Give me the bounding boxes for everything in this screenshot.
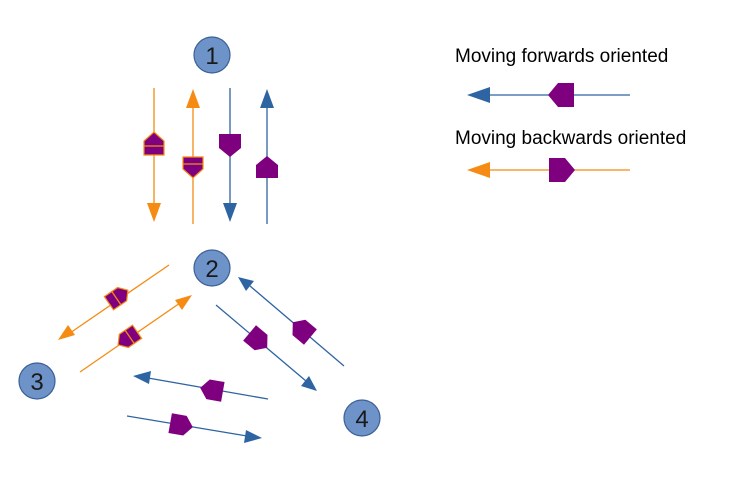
edge-2-3-orange-toward-2	[79, 295, 192, 373]
node-1: 1	[193, 36, 231, 74]
legend-label-forwards: Moving forwards oriented	[455, 46, 668, 67]
node-1-label: 1	[205, 43, 218, 70]
arrowhead	[238, 277, 254, 291]
legend-label-backwards: Moving backwards oriented	[455, 128, 686, 149]
edge-2-4-blue-toward-2	[238, 277, 345, 367]
marker-down-pentagon	[182, 156, 204, 179]
edge-1-2-blue-down	[219, 88, 241, 222]
node-3-circle	[18, 362, 56, 400]
marker-pentagon	[200, 379, 225, 402]
marker-stripe	[111, 291, 122, 306]
arrowhead	[133, 371, 151, 384]
edge-2-3-orange-toward-3	[58, 264, 170, 340]
edge-2-4-blue-toward-4	[215, 304, 317, 391]
marker-up-pentagon	[256, 156, 278, 178]
node-4-label: 4	[355, 406, 368, 433]
edge-1-2-orange-down	[143, 88, 165, 222]
arrowhead	[223, 203, 237, 222]
node-4-circle	[343, 399, 381, 437]
arrowhead	[58, 325, 75, 340]
legend-arrowhead-blue	[467, 87, 490, 103]
node-2-circle	[193, 249, 231, 287]
legend-item-forwards: Moving forwards oriented	[455, 46, 668, 107]
marker-pentagon	[117, 324, 143, 349]
node-4: 4	[343, 399, 381, 437]
node-3: 3	[18, 362, 56, 400]
legend-arrowhead-orange	[467, 162, 490, 178]
marker-pentagon	[168, 413, 193, 436]
arrowhead	[147, 203, 161, 222]
arrowhead	[244, 430, 262, 443]
marker-down-pentagon	[219, 134, 241, 157]
edge-1-2-orange-up	[182, 89, 204, 224]
legend-marker-pointing-left	[548, 83, 574, 107]
node-3-label: 3	[30, 369, 43, 396]
marker-stripe	[124, 329, 135, 344]
legend-item-backwards: Moving backwards oriented	[455, 128, 686, 182]
marker-pentagon	[292, 319, 317, 345]
edge-3-4-blue-toward-4	[126, 413, 262, 443]
marker-pentagon	[243, 325, 268, 351]
legend-marker-pointing-right	[549, 158, 575, 182]
node-2: 2	[193, 249, 231, 287]
node-2-label: 2	[205, 256, 218, 283]
node-1-circle	[193, 36, 231, 74]
legend: Moving forwards oriented Moving backward…	[455, 46, 686, 182]
arrowhead	[175, 295, 192, 310]
arrowhead	[260, 89, 274, 108]
arrowhead	[301, 376, 317, 391]
edge-3-4-blue-toward-3	[133, 371, 269, 402]
arrowhead	[186, 89, 200, 108]
marker-up-pentagon	[143, 131, 165, 156]
edge-1-2-blue-up	[256, 89, 278, 224]
